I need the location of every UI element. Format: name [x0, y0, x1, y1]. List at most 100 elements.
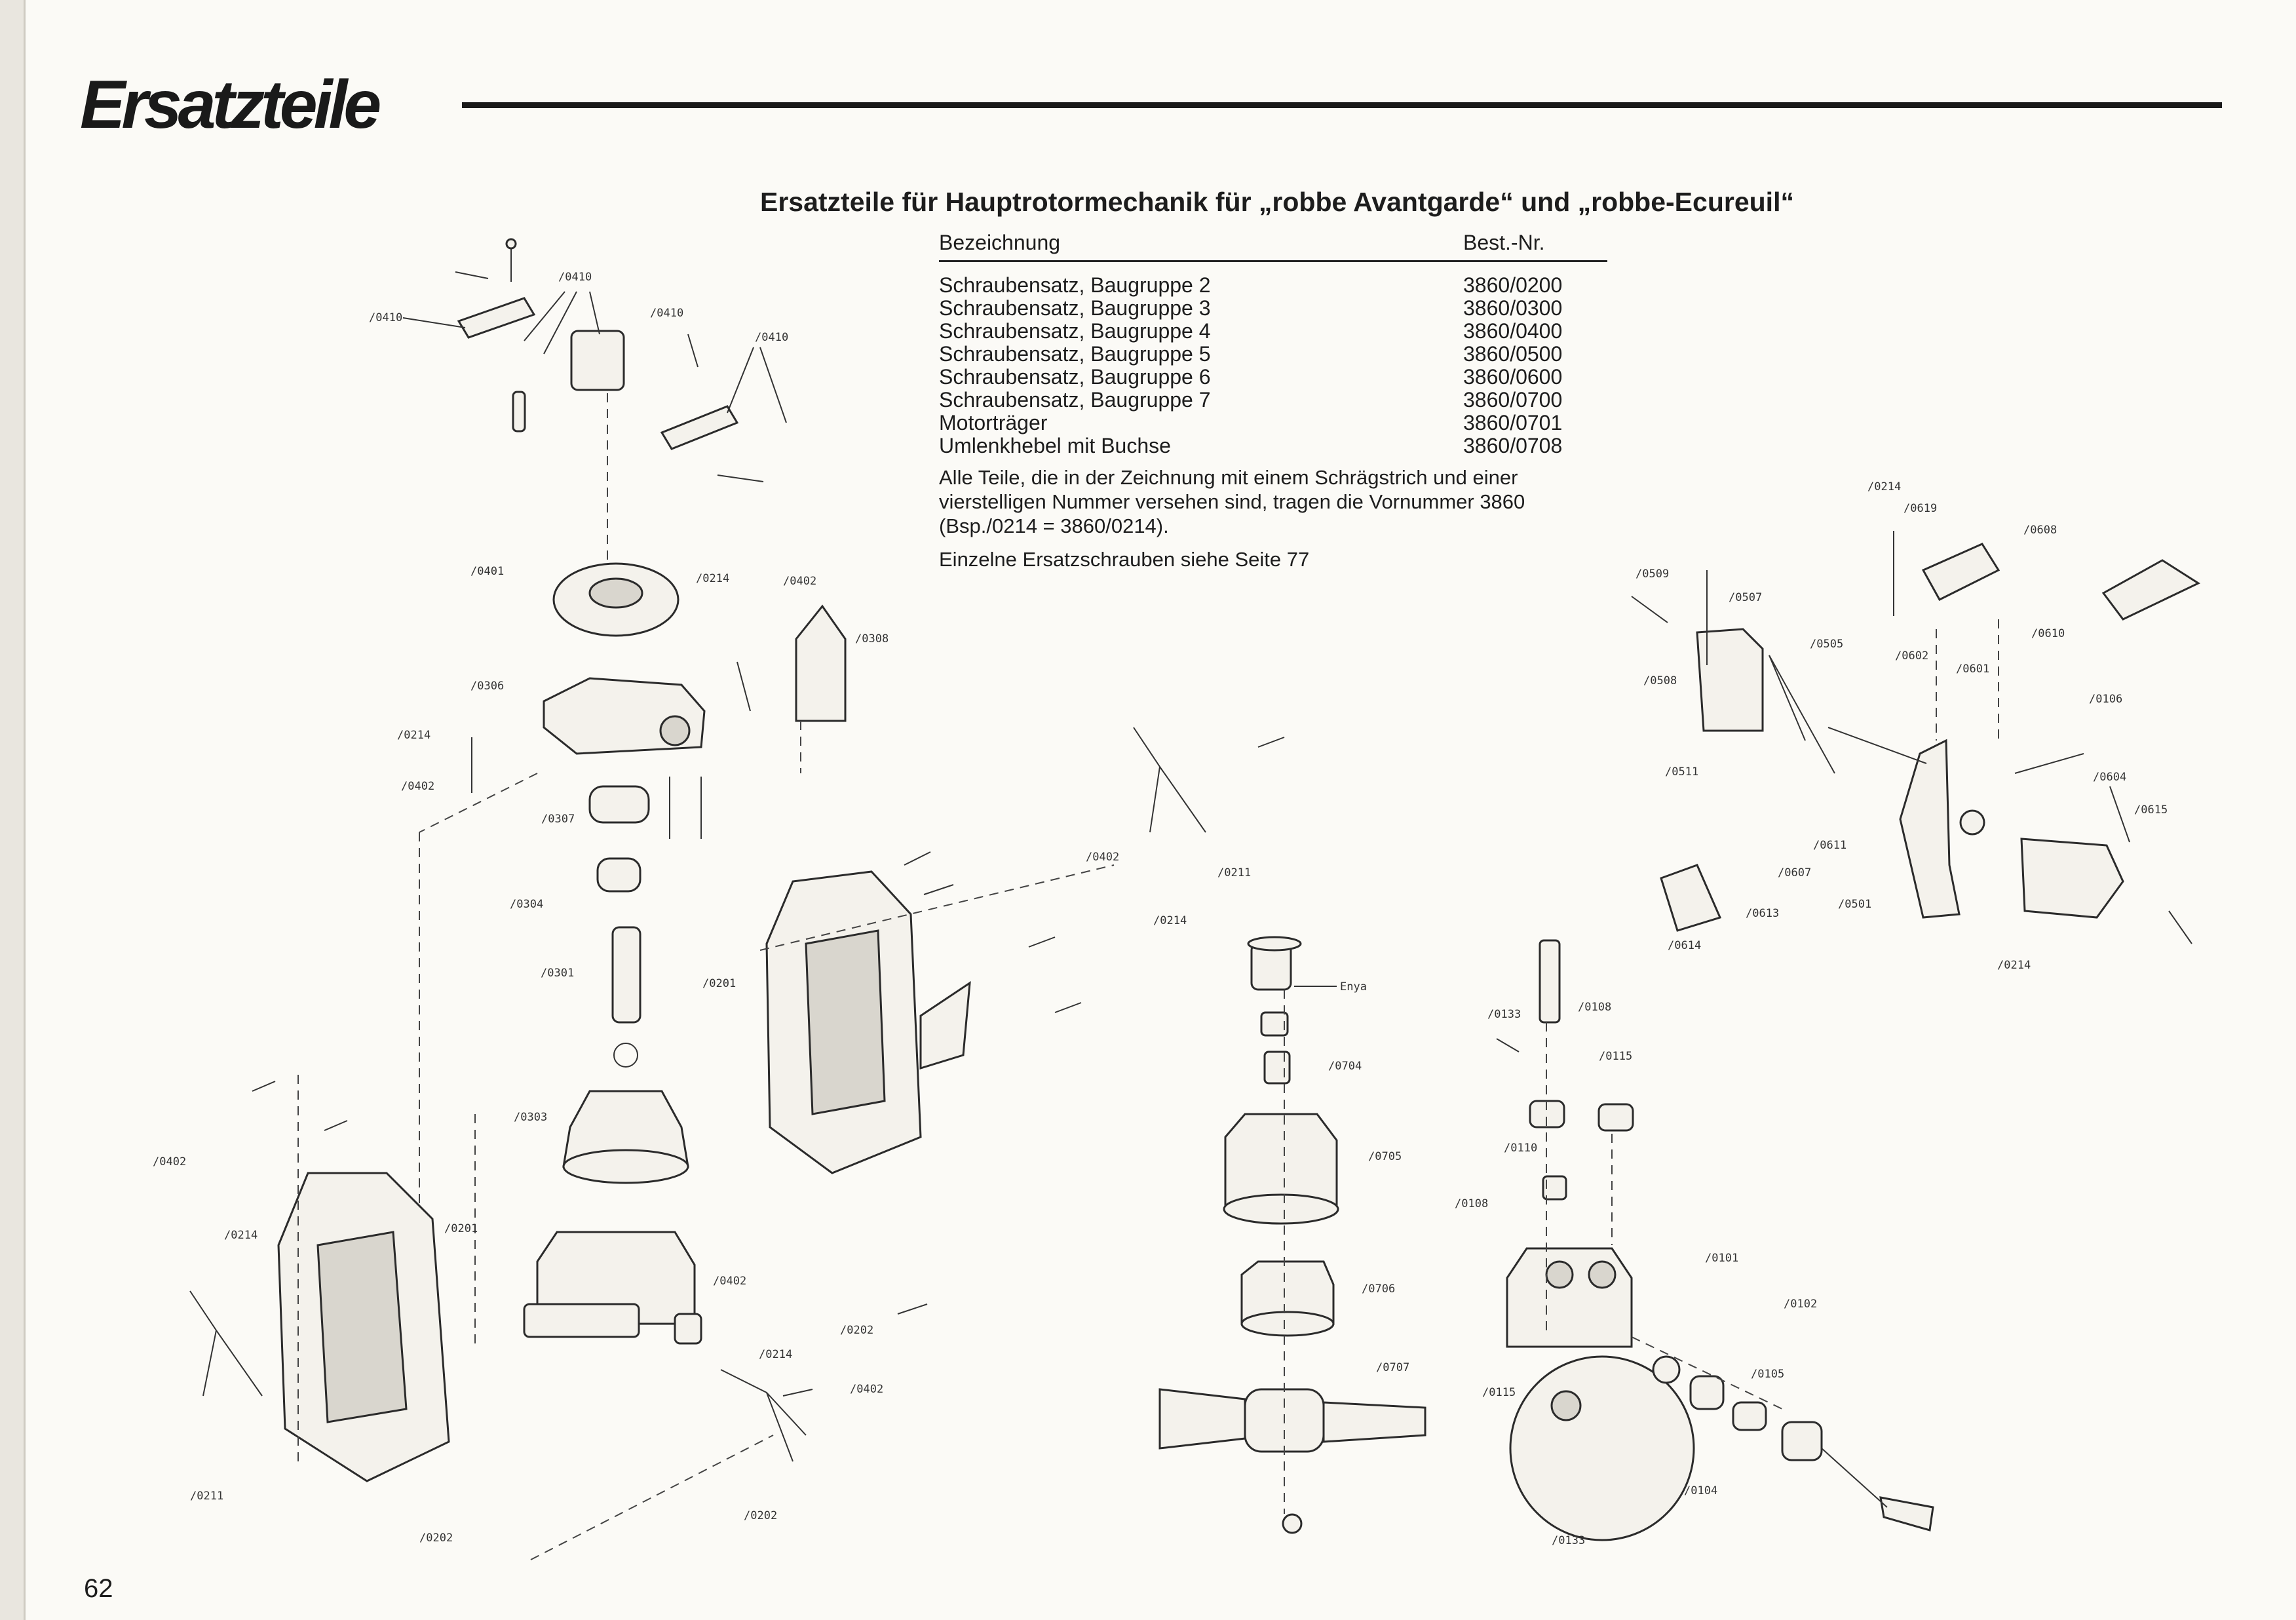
screw [923, 884, 954, 895]
screw [897, 1303, 928, 1315]
bearing [1689, 1375, 1725, 1410]
col-name-header: Bezeichnung [939, 231, 1061, 254]
part-label: /0604 [2093, 771, 2126, 784]
part-number: 3860/0200 [1463, 273, 1563, 297]
part-label: /0211 [190, 1490, 223, 1503]
leader-line [589, 291, 600, 335]
leader-line [543, 291, 577, 355]
part-label: /0505 [1810, 638, 1843, 651]
part-label: /0102 [1784, 1298, 1817, 1311]
mixer-arm-right [660, 405, 739, 450]
part-label: /0402 [783, 575, 816, 588]
part-label: /0401 [470, 565, 504, 578]
pushrod [1827, 727, 1927, 764]
part-label: /0706 [1362, 1282, 1395, 1296]
part-number: 3860/0500 [1463, 342, 1563, 366]
part-label: /0115 [1482, 1386, 1516, 1399]
col-number-header: Best.-Nr. [1463, 231, 1545, 254]
main-shaft-group: /0401 /0214 /0402 /0308 /0306 /0214 /040… [397, 562, 889, 1350]
bushing [1732, 1401, 1767, 1431]
fan-blade-right [1322, 1401, 1426, 1443]
part-label: /0308 [855, 632, 889, 646]
section-title: Ersatzteile für Hauptrotormechanik für „… [760, 187, 1794, 217]
part-label: /0410 [755, 331, 788, 344]
part-name: Umlenkhebel mit Buchse [939, 434, 1171, 457]
page-edge [0, 0, 25, 1620]
part-label: /0214 [1867, 480, 1901, 493]
screw [252, 1081, 276, 1092]
part-label: /0133 [1487, 1008, 1521, 1021]
part-label: /0509 [1636, 568, 1669, 581]
part-label: /0201 [702, 977, 736, 990]
housing-bore [1545, 1260, 1574, 1289]
part-label: /0615 [2134, 803, 2168, 817]
part-number: 3860/0701 [1463, 411, 1563, 434]
leader-line [1769, 655, 1806, 741]
bearing-bracket [1696, 628, 1764, 732]
clutch-shoe-rim [1240, 1311, 1335, 1337]
small-gear [1652, 1355, 1681, 1384]
pinion-shaft [1539, 939, 1561, 1024]
pushrod [2014, 753, 2084, 774]
part-label: /0501 [1838, 898, 1871, 911]
large-gear-face [1509, 1355, 1695, 1541]
part-label: /0507 [1729, 591, 1762, 604]
part-label: /0214 [1153, 914, 1187, 927]
taper-collet [1260, 1011, 1289, 1037]
ball-link [737, 661, 751, 712]
part-label: /0402 [713, 1275, 746, 1288]
part-label: /0101 [1705, 1252, 1738, 1265]
part-label: /0608 [2023, 524, 2057, 537]
numbering-note: Alle Teile, die in der Zeichnung mit ein… [939, 466, 1525, 537]
part-number: 3860/0708 [1463, 434, 1563, 457]
motor-mount [919, 981, 971, 1070]
housing-bore [1588, 1260, 1617, 1289]
engine-clutch-group: Enya /0704 /0705 /0706 /0707 [1158, 936, 1426, 1534]
part-label: /0133 [1552, 1534, 1585, 1547]
title-rule [462, 102, 2222, 108]
main-shaft [611, 926, 641, 1024]
part-label: /0211 [1217, 866, 1251, 879]
gear-hub [1550, 1390, 1582, 1421]
bearing [1598, 1103, 1634, 1132]
screw [455, 271, 489, 279]
part-label: /0214 [397, 729, 430, 742]
part-label: /0611 [1813, 839, 1846, 852]
part-label: /0410 [369, 311, 402, 324]
bellcrank [189, 1290, 263, 1397]
pinion-gear [1542, 1175, 1567, 1201]
assembly-axis [1631, 1336, 1783, 1410]
tail-gearbox [2020, 838, 2124, 919]
part-name: Schraubensatz, Baugruppe 4 [939, 319, 1211, 343]
gearbox-housing [1506, 1247, 1633, 1348]
part-number: 3860/0700 [1463, 388, 1563, 412]
screw [324, 1120, 348, 1131]
part-label: /0410 [650, 307, 683, 320]
parts-table: Bezeichnung Best.-Nr. Schraubensatz, Bau… [939, 231, 1607, 457]
gearbox-output [674, 1313, 702, 1345]
part-label: /0610 [2031, 627, 2065, 640]
part-label: /0613 [1746, 907, 1779, 920]
swashplate-bearing [588, 577, 643, 609]
leader-line [1769, 655, 1835, 774]
gearbox-group: /0133 /0108 /0115 /0110 /0108 /0101 /010… [1455, 939, 1934, 1547]
part-label: /0602 [1895, 649, 1928, 663]
part-label: /0511 [1665, 765, 1698, 779]
part-label: /0202 [840, 1324, 873, 1337]
linkage-rod [512, 391, 526, 433]
assembly-axis [759, 864, 1115, 951]
part-label: /0106 [2089, 693, 2122, 706]
bellcrank [1133, 727, 1206, 833]
part-label: /0607 [1778, 866, 1811, 879]
part-label: /0110 [1504, 1142, 1537, 1155]
part-label: /0301 [541, 967, 574, 980]
part-label: /0214 [696, 572, 729, 585]
fan-blade-left [1158, 1388, 1246, 1450]
page-number: 62 [84, 1574, 113, 1603]
clutch-bell-rim [1223, 1193, 1339, 1225]
screw [1054, 1002, 1082, 1013]
